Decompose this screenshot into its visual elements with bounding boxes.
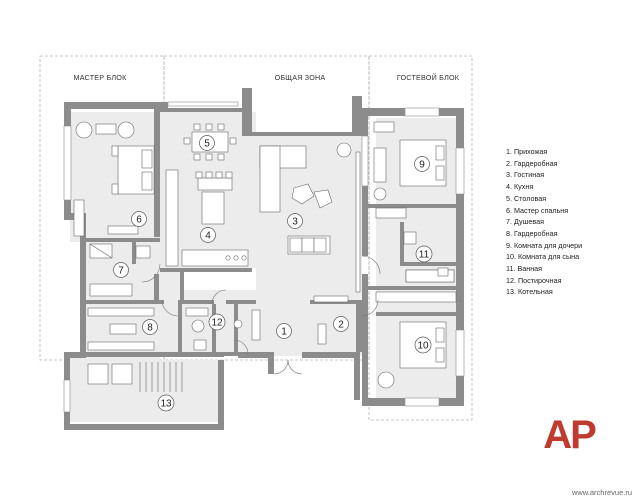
legend-item: 3. Гостиная [506, 170, 545, 180]
room-marker-4 [200, 227, 216, 243]
room-marker-7 [113, 262, 129, 278]
doors [141, 255, 381, 375]
room-number-6: 6 [136, 215, 142, 226]
legend-item: 9. Комната для дочери [506, 240, 583, 250]
room-number-10: 10 [417, 341, 429, 352]
room-number-9: 9 [419, 160, 425, 171]
watermark-url: www.archrevue.ru [571, 488, 632, 497]
room-marker-11 [415, 245, 433, 263]
room-number-13: 13 [160, 399, 172, 410]
room-marker-9 [414, 156, 430, 172]
windows [63, 101, 465, 413]
guest-rooms-furniture [373, 121, 457, 389]
shower-fixtures [89, 243, 151, 297]
room-number-3: 3 [292, 217, 298, 228]
entry-fixtures [185, 295, 349, 351]
room-marker-10 [414, 336, 432, 354]
room-number-5: 5 [204, 139, 210, 150]
room-number-8: 8 [147, 323, 153, 334]
legend-item: 8. Гардеробная [506, 228, 558, 238]
legend-item: 1. Прихожая [506, 147, 548, 156]
room-legend: 1. Прихожая 2. Гардеробная 3. Гостиная 4… [506, 146, 582, 298]
boiler-room-equipment [87, 362, 183, 392]
room-number-1: 1 [281, 327, 287, 338]
master-bedroom-furniture [73, 121, 155, 237]
room-marker-13 [157, 394, 175, 412]
legend-item: 13. Котельная [506, 287, 553, 297]
living-furniture [259, 142, 361, 293]
legend-item: 12. Постирочная [506, 275, 562, 285]
legend-item: 2. Гардеробная [506, 158, 558, 168]
legend-item: 10. Комната для сына [506, 252, 580, 262]
zone-label-master: МАСТЕР БЛОК [74, 73, 128, 82]
room-marker-2 [333, 316, 349, 332]
kitchen-island [201, 191, 225, 225]
zone-frame-guest [368, 55, 473, 421]
kitchen-furniture [165, 169, 249, 267]
room-marker-1 [276, 323, 292, 339]
logo: AP [540, 413, 598, 457]
room-number-11: 11 [419, 250, 430, 261]
room-marker-8 [142, 319, 158, 335]
room-number-2: 2 [338, 320, 344, 331]
legend-item: 7. Душевая [506, 217, 545, 227]
room-marker-5 [199, 135, 215, 151]
room-number-4: 4 [205, 231, 211, 242]
logo-text: AP [543, 413, 596, 457]
legend-item: 6. Мастер спальня [506, 205, 569, 215]
room-markers: 1 2 3 4 5 6 7 8 9 10 11 12 13 [113, 135, 433, 412]
room-number-7: 7 [118, 266, 124, 277]
logo-badge [540, 416, 598, 452]
zone-label-common: ОБЩАЯ ЗОНА [275, 73, 326, 82]
legend-item: 5. Столовая [506, 193, 547, 203]
legend-item: 11. Ванная [506, 264, 543, 274]
master-wardrobe-shelves [87, 307, 155, 351]
legend-item: 4. Кухня [506, 182, 534, 192]
room-number-12: 12 [211, 318, 223, 329]
room-marker-6 [131, 211, 147, 227]
zone-label-guest: ГОСТЕВОЙ БЛОК [397, 73, 460, 82]
room-marker-3 [287, 213, 303, 229]
room-marker-12 [208, 313, 226, 331]
